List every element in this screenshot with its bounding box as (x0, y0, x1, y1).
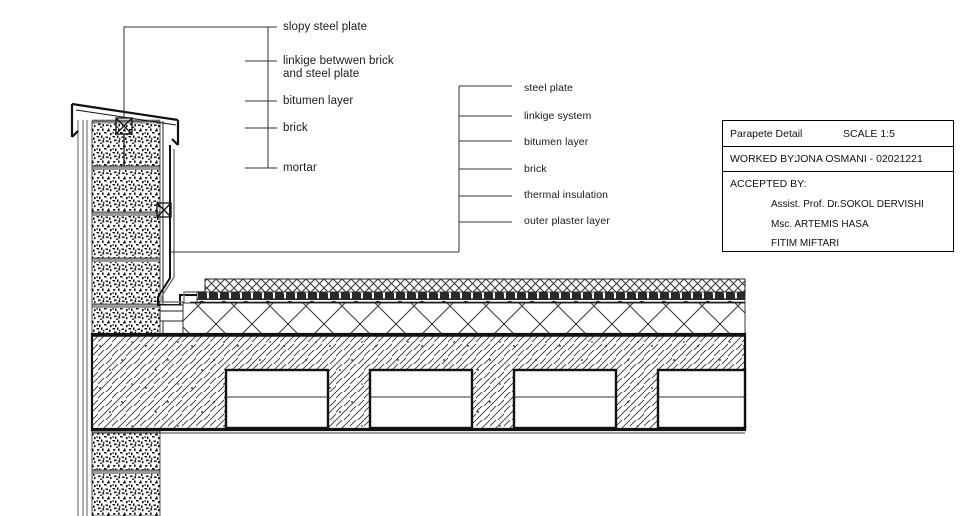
callout-linkage-brick-steel-line1: linkige betwwen brick (283, 55, 394, 67)
callout-thermal-insulation: thermal insulation (524, 189, 609, 201)
accepted-by-name-3: FITIM MIFTARI (771, 238, 840, 249)
title-block-row-worked-by: WORKED BY: JONA OSMANI - 02021221 (723, 147, 953, 172)
callout-brick-right: brick (524, 163, 547, 175)
title-block-row-accepted-by: ACCEPTED BY: Assist. Prof. Dr.SOKOL DERV… (723, 172, 953, 251)
linkage-anchor-top (115, 117, 133, 166)
worked-by-value: JONA OSMANI - 02021221 (795, 153, 923, 165)
brick-masonry (91, 119, 161, 516)
callout-outer-plaster-layer: outer plaster layer (524, 215, 610, 227)
callout-steel-plate: steel plate (524, 82, 573, 94)
bitumen-flashing (157, 145, 205, 306)
accepted-by-label: ACCEPTED BY: (730, 178, 807, 190)
outer-plaster-layer (77, 120, 88, 516)
title-block: Parapete Detail SCALE 1:5 WORKED BY: JON… (722, 120, 954, 252)
callout-linkige-system: linkige system (524, 110, 592, 122)
drawing-title: Parapete Detail (730, 128, 803, 140)
accepted-by-name-1: Assist. Prof. Dr.SOKOL DERVISHI (771, 199, 924, 210)
leader-lines-right (170, 85, 512, 253)
callout-bitumen-layer-left: bitumen layer (283, 95, 354, 107)
slopy-steel-plate (70, 102, 180, 146)
worked-by-label: WORKED BY: (730, 153, 797, 165)
callout-brick-left: brick (283, 122, 308, 134)
title-block-row-title: Parapete Detail SCALE 1:5 (723, 121, 953, 147)
callout-slopy-steel-plate: slopy steel plate (283, 21, 368, 33)
flashing-shadow (161, 149, 205, 303)
drawing-scale: SCALE 1:5 (843, 128, 895, 140)
accepted-by-name-2: Msc. ARTEMIS HASA (771, 219, 869, 230)
roof-thermal-insulation (182, 302, 746, 335)
callout-linkage-brick-steel-line2: and steel plate (283, 68, 360, 80)
callout-bitumen-layer-right: bitumen layer (524, 136, 589, 148)
callout-mortar: mortar (283, 162, 317, 174)
hollow-block-voids (224, 368, 747, 430)
leader-lines-left (123, 26, 277, 169)
roof-bitumen-layer (190, 291, 746, 304)
